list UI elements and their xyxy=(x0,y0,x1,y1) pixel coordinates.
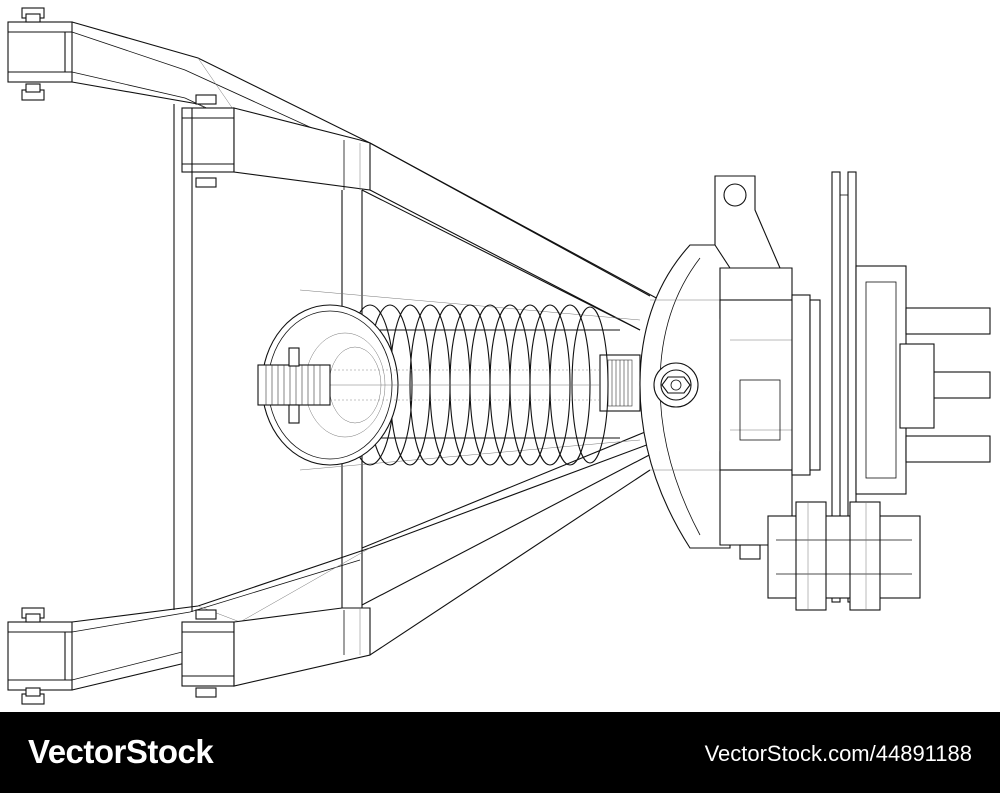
brand-logo: VectorStock xyxy=(28,733,214,770)
watermark-footer: VectorStock VectorStock.com/44891188 xyxy=(0,712,1000,793)
image-id-label: VectorStock.com/44891188 xyxy=(704,741,972,766)
coilover-shock xyxy=(257,304,641,466)
hub-brake-assembly xyxy=(719,171,991,611)
upper-control-arm xyxy=(7,7,661,331)
lower-control-arm xyxy=(7,439,661,705)
steering-knuckle xyxy=(639,175,781,549)
suspension-wireframe-drawing xyxy=(7,7,991,705)
arm-links xyxy=(299,142,656,606)
